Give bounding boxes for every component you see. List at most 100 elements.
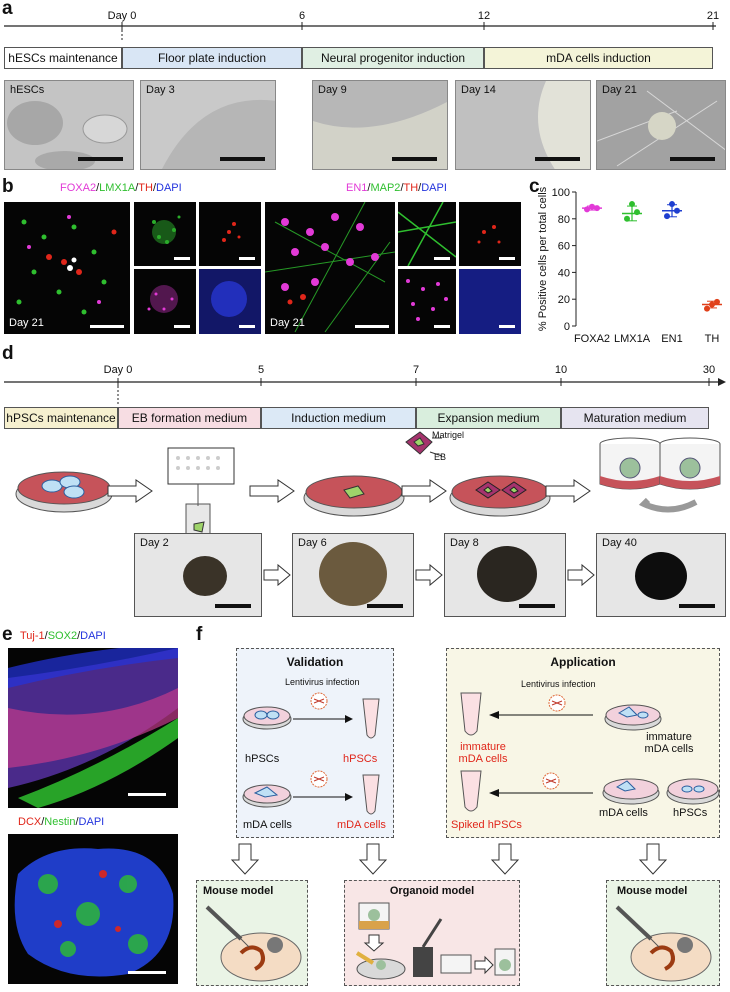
micrograph-day3: Day 3 (140, 80, 276, 170)
stain-separator: / (152, 182, 157, 194)
fluor-magenta-left (134, 269, 196, 334)
open-arrow-icon (401, 479, 447, 503)
timeline-d-day30: 30 (702, 364, 716, 376)
category-label: TH (705, 333, 720, 345)
panel-c-label: c (529, 176, 540, 197)
mouse-model-right-title: Mouse model (617, 885, 688, 897)
down-arrow-icon (358, 843, 388, 875)
data-point (634, 209, 640, 216)
timeline-d-day5: 5 (257, 364, 265, 376)
organoid-dcx-nestin-image (8, 834, 178, 984)
stain-en1: EN1 (346, 182, 368, 194)
matrigel-eb-icon (405, 431, 443, 457)
stain-th: TH (138, 182, 153, 194)
stain-dapi: DAPI (156, 182, 182, 194)
stain-dapi: DAPI (80, 630, 106, 642)
eb-micrograph-day8: Day 8 (444, 533, 566, 617)
ultra-low-plate-icon (167, 447, 235, 539)
open-arrow-icon (567, 563, 595, 587)
open-arrow-icon (249, 479, 295, 503)
open-arrow-icon (263, 563, 291, 587)
panel-e-label: e (2, 624, 13, 645)
micrograph-label: hESCs (10, 84, 45, 96)
panel-b-label: b (2, 176, 14, 197)
eb-micrograph-day6: Day 6 (292, 533, 414, 617)
timeline-d-day7: 7 (412, 364, 420, 376)
stain-separator: / (44, 630, 48, 642)
application-immature-output: immature mDA cells (458, 741, 508, 765)
application-dishes (602, 704, 720, 805)
timeline-a-day12: 12 (477, 10, 491, 22)
application-schematic (460, 692, 593, 812)
application-spiked-output: Spiked hPSCs (451, 819, 522, 831)
mouse-model-left-title: Mouse model (203, 885, 274, 897)
fluor-merge-right: Day 21 (265, 202, 395, 334)
stain-separator: / (96, 182, 100, 194)
stain-separator: / (135, 182, 139, 194)
data-point (674, 207, 680, 214)
fluor-magenta-right (398, 269, 456, 334)
fluor-red-left (199, 202, 261, 266)
micrograph-hescs: hESCs (4, 80, 134, 170)
stain-sox2: SOX2 (47, 630, 78, 642)
scale-bar (174, 257, 190, 260)
timeline-a-day0: Day 0 (107, 10, 137, 22)
application-infection-label: Lentivirus infection (521, 679, 596, 689)
scale-bar (220, 157, 265, 161)
stain-dapi: DAPI (78, 816, 105, 828)
scale-bar (174, 325, 190, 328)
stage-hescs-maintenance: hESCs maintenance (4, 47, 122, 69)
dish-eb-icon (303, 475, 405, 517)
stain-separator: / (418, 182, 422, 194)
category-label: LMX1A (614, 333, 651, 345)
category-label: FOXA2 (574, 333, 610, 345)
fluor-merge-left: Day 21 (4, 202, 130, 334)
scale-bar (215, 604, 251, 608)
stage-expansion: Expansion medium (416, 407, 561, 429)
application-immature-label: immature mDA cells (644, 731, 694, 755)
dish-hpscs-icon (15, 471, 113, 513)
stain-nestin: Nestin (44, 816, 76, 828)
scale-bar (128, 793, 166, 796)
fluor-blue-left (199, 269, 261, 334)
stain-separator: / (41, 816, 45, 828)
eb-label: EB (434, 452, 447, 462)
stain-separator: / (400, 182, 404, 194)
stain-tuj1: Tuj-1 (20, 630, 45, 642)
stain-lmx1a: LMX1A (99, 182, 136, 194)
validation-mda-label: mDA cells (243, 819, 292, 831)
organoid-model-title: Organoid model (389, 885, 475, 897)
data-point (624, 215, 630, 222)
stain-dcx: DCX (18, 816, 42, 828)
timeline-d-axis (4, 378, 726, 404)
open-arrow-icon (107, 479, 153, 503)
spinning-flask-icon (599, 437, 721, 513)
y-tick-label: 20 (558, 294, 570, 306)
scale-bar (355, 325, 389, 328)
panel-e-bottom-title: DCX/Nestin/DAPI (18, 816, 104, 828)
micrograph-day21: Day 21 (596, 80, 726, 170)
timeline-d-day10: 10 (554, 364, 568, 376)
data-point (629, 201, 635, 208)
scale-bar (434, 257, 450, 260)
scale-bar (499, 325, 515, 328)
data-point (714, 298, 720, 305)
fluor-day-label: Day 21 (9, 317, 44, 329)
stage-induction: Induction medium (261, 407, 416, 429)
micrograph-label: Day 21 (602, 84, 637, 96)
eb-micrograph-day40: Day 40 (596, 533, 726, 617)
panel-f-label: f (196, 624, 203, 645)
validation-mda-output: mDA cells (337, 819, 386, 831)
stain-separator: / (77, 630, 81, 642)
mouse-injection-icon (615, 905, 712, 982)
validation-box: Validation Lentivirus infection hPSCs hP… (236, 648, 394, 838)
timeline-a-day6: 6 (298, 10, 306, 22)
micrograph-label: Day 3 (146, 84, 175, 96)
panel-d-label: d (2, 343, 14, 364)
scale-bar (499, 257, 515, 260)
micrograph-label: Day 2 (140, 537, 169, 549)
stage-floor-plate: Floor plate induction (122, 47, 302, 69)
down-arrow-icon (638, 843, 668, 875)
scale-bar (78, 157, 123, 161)
